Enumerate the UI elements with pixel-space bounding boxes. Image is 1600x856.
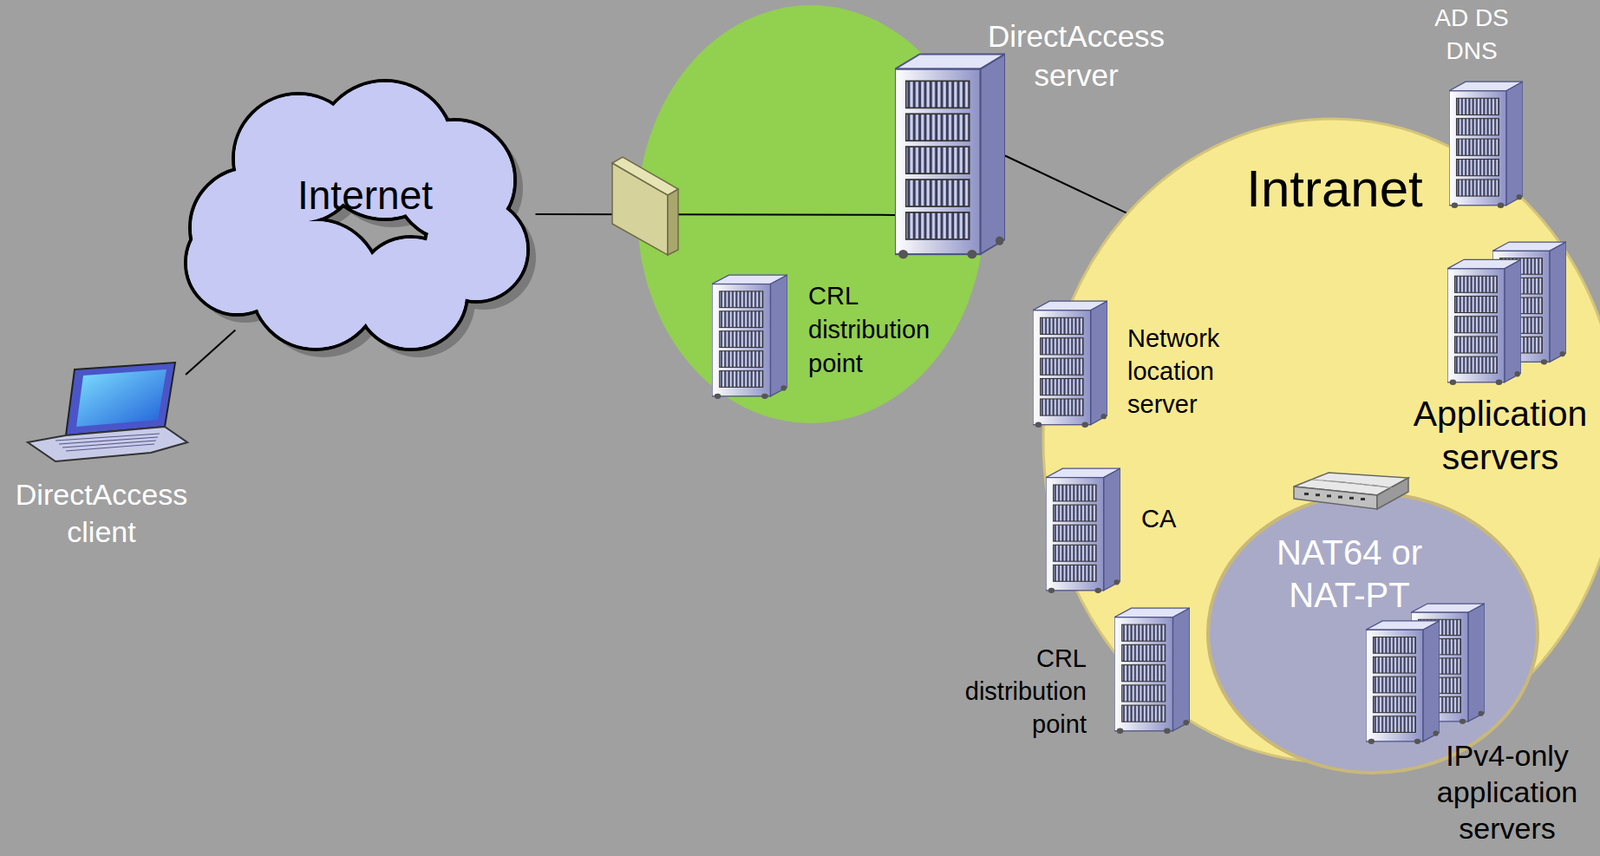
server-shape xyxy=(1032,299,1108,429)
keyboard-row xyxy=(55,433,160,441)
node-label: IPv4-only application servers xyxy=(1429,737,1586,847)
node-label: NAT64 or NAT-PT xyxy=(1266,531,1432,617)
server-shape xyxy=(1045,466,1121,595)
server-shape xyxy=(1449,79,1523,209)
server-icon xyxy=(1449,81,1523,209)
router-icon xyxy=(1293,472,1409,510)
cloud-outline xyxy=(185,80,529,350)
connector-line xyxy=(185,330,236,375)
node-label: Intranet xyxy=(1221,158,1448,220)
server2-shape xyxy=(1365,601,1485,745)
crl-server: CRL distribution point xyxy=(1114,606,1190,735)
intranet-region: IntranetAD DS DNSNetwork location server… xyxy=(1041,117,1600,765)
node-label: Internet xyxy=(256,171,474,219)
laptop-lid xyxy=(65,362,176,436)
keyboard-row xyxy=(62,440,157,448)
server-icon xyxy=(1365,620,1440,745)
laptop-base xyxy=(27,426,188,462)
keyboard-row xyxy=(65,444,155,451)
laptop-screen xyxy=(76,369,167,427)
network-location-server: Network location server xyxy=(1032,299,1108,429)
node-label: DirectAccess client xyxy=(5,476,198,551)
server2-shape xyxy=(1447,240,1567,386)
cloud-fill xyxy=(187,82,527,348)
server-icon xyxy=(711,274,788,399)
ca-server: CA xyxy=(1045,466,1121,595)
server-shape xyxy=(894,51,1006,261)
server-icon xyxy=(1032,300,1108,428)
server-shape xyxy=(711,273,788,400)
node-label: CA xyxy=(1141,502,1211,535)
laptop-shape xyxy=(20,362,190,464)
connector-line xyxy=(535,213,896,216)
nat-region: NAT64 or NAT-PTIPv4-only application ser… xyxy=(1206,491,1540,775)
ipv4-application-servers: IPv4-only application servers xyxy=(1365,601,1485,745)
ad-dns-server: AD DS DNS xyxy=(1449,79,1523,209)
node-label: CRL distribution point xyxy=(808,279,947,381)
node-label: DirectAccess server xyxy=(972,16,1181,95)
node-label: Application servers xyxy=(1409,391,1592,479)
server-icon xyxy=(1114,607,1190,734)
firewall-side xyxy=(667,189,679,255)
node-label: CRL distribution point xyxy=(947,641,1087,741)
internet-cloud: Internet xyxy=(168,76,542,353)
directaccess-server: DirectAccess server xyxy=(894,51,1006,261)
server-shape xyxy=(1114,606,1190,735)
server-icon xyxy=(894,53,1006,259)
server-icon xyxy=(1045,468,1121,594)
firewall-top xyxy=(612,156,679,196)
crl-server: CRL distribution point xyxy=(711,273,788,400)
node-label: Network location server xyxy=(1127,321,1249,421)
application-servers: Application servers xyxy=(1447,240,1567,386)
node-label: AD DS DNS xyxy=(1423,1,1520,68)
client-laptop: DirectAccess client xyxy=(20,362,190,464)
nat-ellipse xyxy=(1208,493,1538,773)
keyboard-row xyxy=(58,437,158,445)
server-icon xyxy=(1447,259,1522,386)
connector-line xyxy=(1005,156,1128,215)
